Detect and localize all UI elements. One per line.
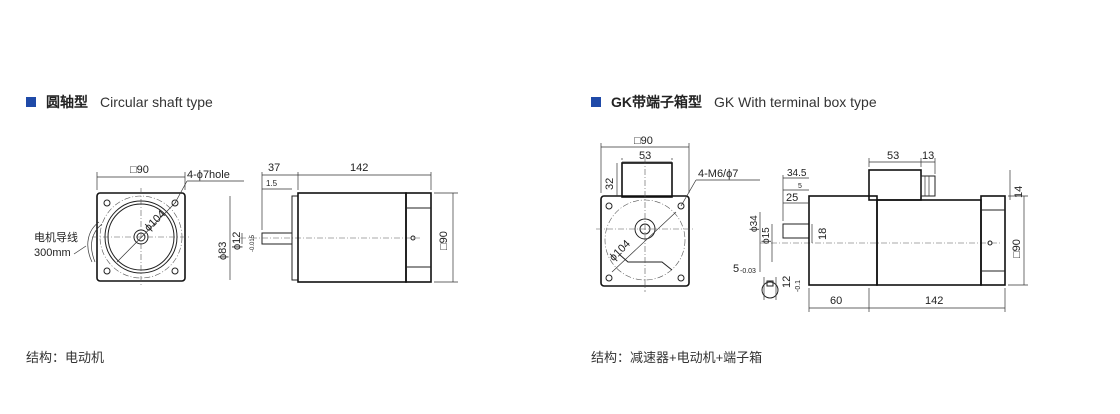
key-width-tol: -0.03 — [740, 268, 756, 275]
bolt-circle-dim: ϕ104 — [607, 238, 633, 264]
shaft-step-dim: 5 — [798, 183, 802, 190]
wire-label-1: 电机导线 — [34, 230, 78, 244]
square-dim: □90 — [634, 135, 653, 147]
title-en: Circular shaft type — [100, 94, 213, 110]
gear-length-dim: 60 — [830, 295, 842, 307]
key-depth-dim: 12 — [781, 276, 793, 288]
top-box-width-dim: 53 — [887, 150, 899, 162]
key-width-dim: 5 — [733, 263, 739, 275]
section-bullet — [591, 97, 601, 107]
shaft-dia-dim: ϕ15 — [761, 227, 772, 244]
left-front-view: ϕ104 □90 4-ϕ7hole 电机导线 300mm — [34, 164, 244, 286]
top-box-offset-dim: 13 — [922, 150, 934, 162]
key-depth-tol: -0.1 — [795, 280, 802, 292]
wire-label-2: 300mm — [34, 247, 71, 259]
flange-dia-dim: ϕ83 — [217, 242, 229, 260]
right-front-view: ϕ104 □90 53 32 4-M6/ϕ7 — [596, 135, 760, 292]
square-dim: □90 — [130, 164, 149, 176]
side-square-dim: □90 — [1011, 239, 1023, 258]
title-cn: 圆轴型 — [46, 94, 88, 110]
top-box-height-dim: 14 — [1013, 186, 1025, 198]
body-length-dim: 142 — [350, 162, 368, 174]
side-square-dim: □90 — [438, 231, 450, 250]
pilot-dia-dim: ϕ34 — [749, 215, 760, 232]
bolt-circle-dim: ϕ104 — [142, 208, 168, 234]
shaft-length-dim: 37 — [268, 162, 280, 174]
shaft-dia-dim: ϕ12 — [231, 232, 243, 250]
section-title-terminal-box: GK带端子箱型 GK With terminal box type — [591, 92, 877, 112]
key-length-dim: 25 — [786, 192, 798, 204]
title-cn: GK带端子箱型 — [611, 94, 702, 110]
box-width-dim: 53 — [639, 150, 651, 162]
box-height-dim: 32 — [604, 178, 616, 190]
holes-dim: 4-ϕ7hole — [187, 169, 230, 181]
section-title-circular-shaft: 圆轴型 Circular shaft type — [26, 92, 213, 112]
structure-caption-right: 结构：减速器+电动机+端子箱 — [591, 350, 763, 365]
shaft-offset-dim: 18 — [817, 228, 829, 240]
right-side-view: 53 13 14 34.5 5 25 ϕ34 ϕ15 18 □90 60 142 — [733, 150, 1028, 312]
shaft-step-dim: 1.5 — [266, 179, 278, 188]
section-bullet — [26, 97, 36, 107]
threads-dim: 4-M6/ϕ7 — [698, 168, 738, 180]
shaft-tol-dim: -0.015 — [250, 234, 256, 252]
left-side-view: 37 142 1.5 ϕ83 ϕ12 -0.015 □90 — [217, 162, 458, 283]
body-length-dim: 142 — [925, 295, 943, 307]
title-en: GK With terminal box type — [714, 94, 877, 110]
shaft-total-dim: 34.5 — [787, 168, 807, 179]
structure-caption-left: 结构：电动机 — [26, 350, 105, 365]
